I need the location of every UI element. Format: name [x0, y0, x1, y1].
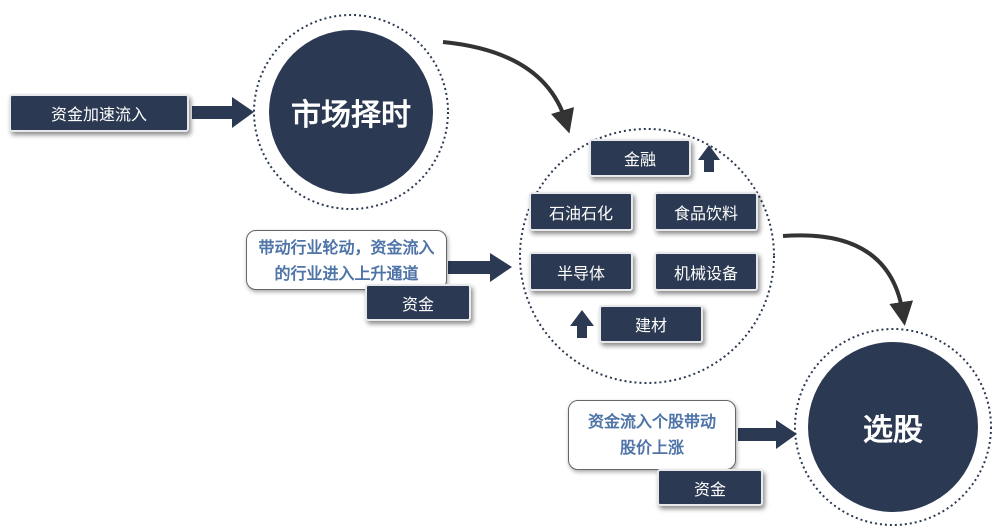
- funds-label: 资金: [657, 469, 763, 506]
- rotation-callout: 带动行业轮动，资金流入的行业进入上升通道: [246, 230, 447, 290]
- sector-machinery: 机械设备: [654, 252, 758, 291]
- sector-materials: 建材: [599, 305, 703, 343]
- timing-circle-ring: [253, 14, 449, 210]
- sector-food: 食品饮料: [654, 192, 758, 231]
- stock-callout-line: 股价上涨: [619, 438, 684, 457]
- up-arrow-icon: [570, 310, 594, 338]
- stock-circle: 选股: [808, 342, 978, 512]
- funds-label: 资金: [365, 284, 471, 321]
- curved-arrow-timing-to-sectors: [442, 40, 575, 134]
- stock-callout: 资金流入个股带动 股价上涨: [568, 400, 736, 470]
- sector-petrochem: 石油石化: [529, 192, 633, 231]
- sector-circle-ring: [519, 128, 775, 384]
- arrow-inflow-to-timing: [192, 97, 254, 128]
- arrow-callout-to-sectors: [448, 253, 512, 282]
- stock-circle-ring: [794, 328, 992, 526]
- timing-circle: 市场择时: [269, 30, 433, 194]
- sector-finance: 金融: [589, 139, 691, 177]
- up-arrow-icon: [698, 145, 720, 172]
- arrow-callout-to-stock: [738, 420, 797, 449]
- curved-arrow-sectors-to-stock: [782, 233, 914, 326]
- sector-semis: 半导体: [529, 252, 633, 291]
- inflow-label: 资金加速流入: [9, 94, 189, 132]
- stock-callout-line: 资金流入个股带动: [587, 412, 716, 431]
